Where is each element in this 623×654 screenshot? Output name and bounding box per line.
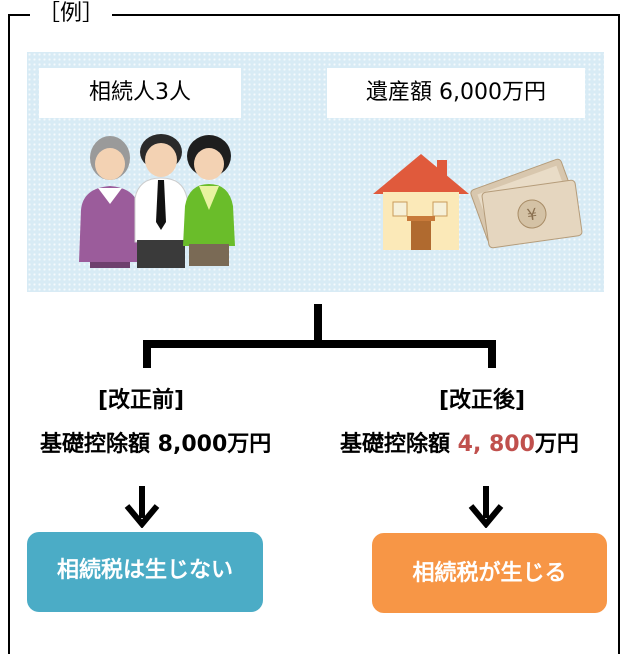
heirs-label: 相続人3人 <box>39 68 241 118</box>
deduction-amount: 4, 800 <box>457 432 535 457</box>
banknotes-icon: ¥ <box>470 158 583 249</box>
woman-figure <box>183 135 235 266</box>
deduction-prefix: 基礎控除額 <box>340 432 458 457</box>
example-frame <box>8 14 620 654</box>
deduction-suffix: 万円 <box>534 432 579 457</box>
tax-arises-result: 相続税が生じる <box>372 533 607 613</box>
branch-connector <box>143 304 496 368</box>
house-icon <box>373 154 469 250</box>
man-figure <box>134 134 188 268</box>
deduction-suffix: 万円 <box>227 432 272 457</box>
no-tax-result: 相続税は生じない <box>27 532 263 612</box>
estate-label: 遺産額 6,000万円 <box>327 68 585 118</box>
down-arrow-icon <box>468 486 504 528</box>
after-deduction: 基礎控除額 4, 800万円 <box>340 430 579 460</box>
frame-title: ［例］ <box>30 0 113 28</box>
before-revision-heading: [改正前] <box>98 388 185 413</box>
deduction-prefix: 基礎控除額 <box>40 432 158 457</box>
grandmother-figure <box>79 136 141 268</box>
after-revision-heading: [改正後] <box>439 388 526 413</box>
estate-icons: ¥ <box>373 154 583 250</box>
scenario-panel: 相続人3人 遺産額 6,000万円 <box>27 52 604 292</box>
svg-text:¥: ¥ <box>526 204 539 224</box>
family-icon <box>79 134 235 268</box>
down-arrow-icon <box>124 486 160 528</box>
deduction-amount: 8,000 <box>157 432 228 457</box>
before-deduction: 基礎控除額 8,000万円 <box>40 430 271 460</box>
